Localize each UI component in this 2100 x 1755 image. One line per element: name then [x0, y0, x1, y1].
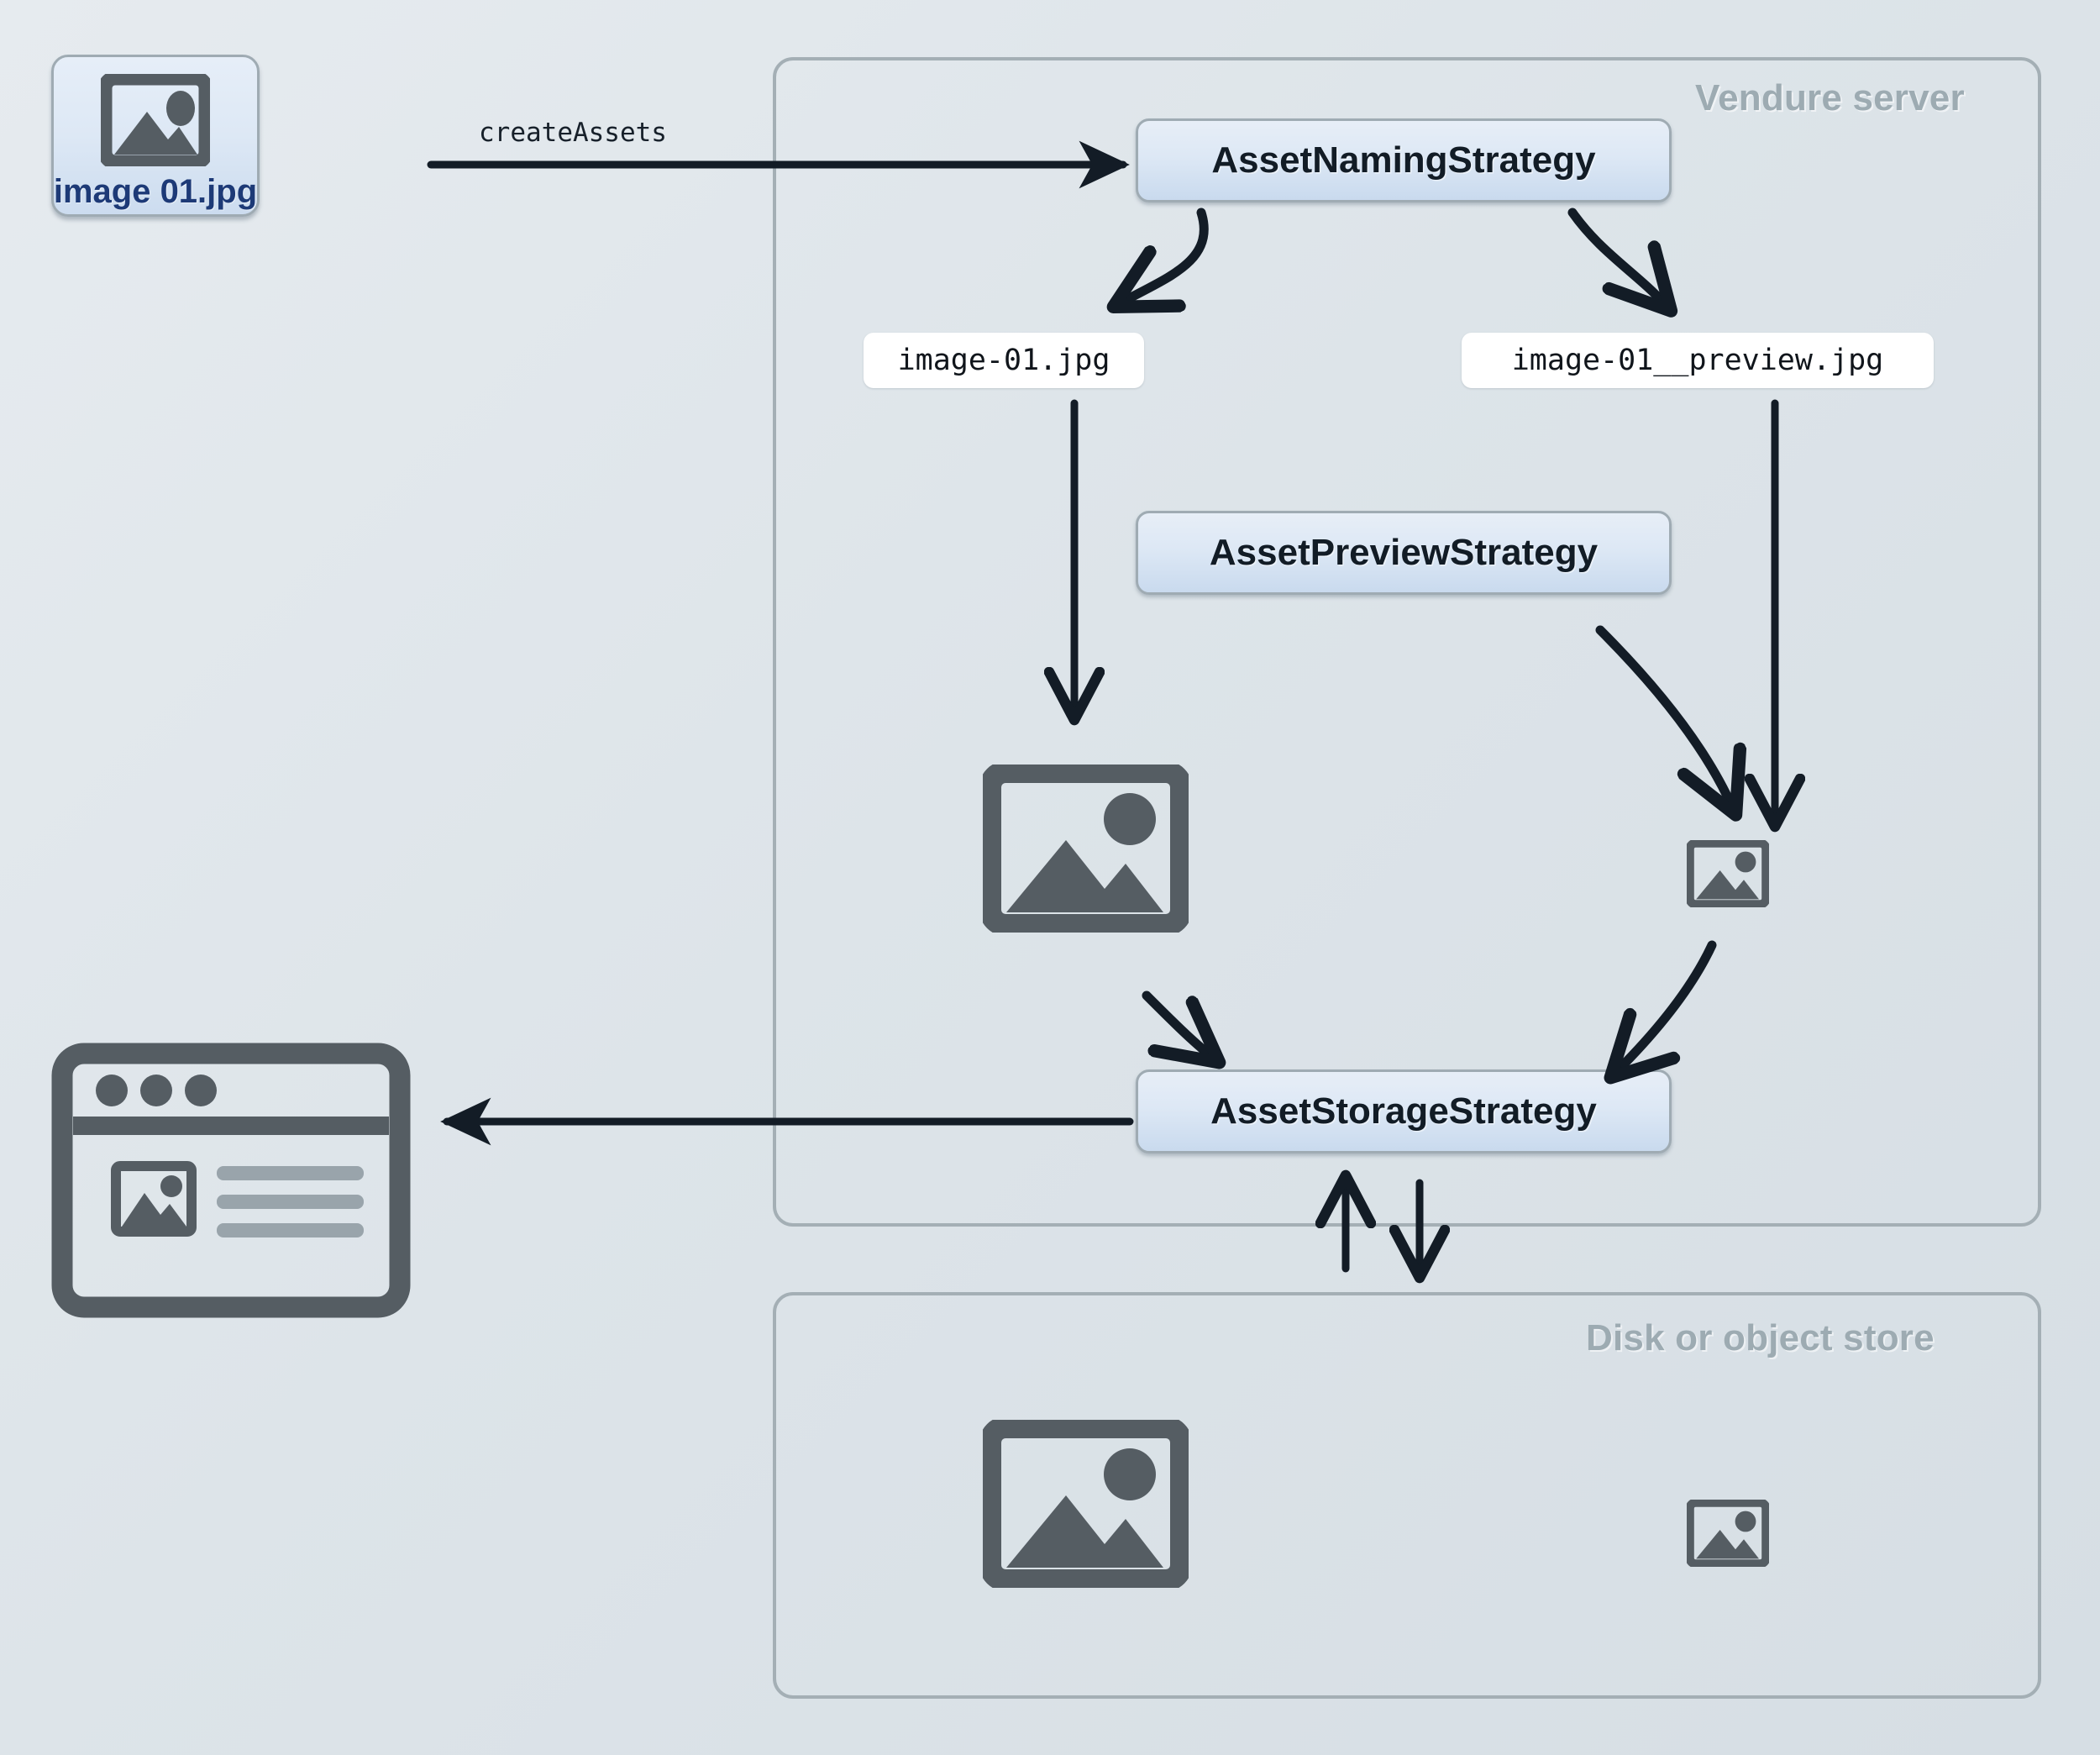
panel-disk-or-object-store-label: Disk or object store	[1586, 1317, 1935, 1358]
chip-preview-filename-text: image-01__preview.jpg	[1511, 344, 1884, 377]
browser-window-icon[interactable]	[50, 1042, 412, 1319]
upload-asset-card[interactable]: image 01.jpg	[51, 55, 260, 217]
image-icon	[101, 74, 210, 166]
panel-vendure-server-label: Vendure server	[1695, 77, 1965, 118]
image-icon-preview-store	[1687, 1500, 1769, 1567]
image-icon-source-store	[983, 1420, 1189, 1588]
box-asset-storage-strategy-label: AssetStorageStrategy	[1210, 1090, 1597, 1132]
panel-disk-or-object-store	[773, 1292, 2041, 1699]
box-asset-naming-strategy[interactable]: AssetNamingStrategy	[1136, 118, 1672, 202]
edge-label-create-assets: createAssets	[479, 118, 667, 148]
upload-asset-filename: image 01.jpg	[53, 173, 258, 210]
box-asset-storage-strategy[interactable]: AssetStorageStrategy	[1136, 1069, 1672, 1153]
chip-source-filename: image-01.jpg	[864, 333, 1144, 388]
panel-vendure-server	[773, 57, 2041, 1227]
box-asset-preview-strategy-label: AssetPreviewStrategy	[1209, 532, 1599, 573]
box-asset-naming-strategy-label: AssetNamingStrategy	[1211, 139, 1596, 181]
chip-source-filename-text: image-01.jpg	[897, 344, 1110, 377]
chip-preview-filename: image-01__preview.jpg	[1462, 333, 1934, 388]
image-icon-source-server	[983, 765, 1189, 933]
image-icon-preview-server	[1687, 840, 1769, 907]
box-asset-preview-strategy[interactable]: AssetPreviewStrategy	[1136, 511, 1672, 595]
